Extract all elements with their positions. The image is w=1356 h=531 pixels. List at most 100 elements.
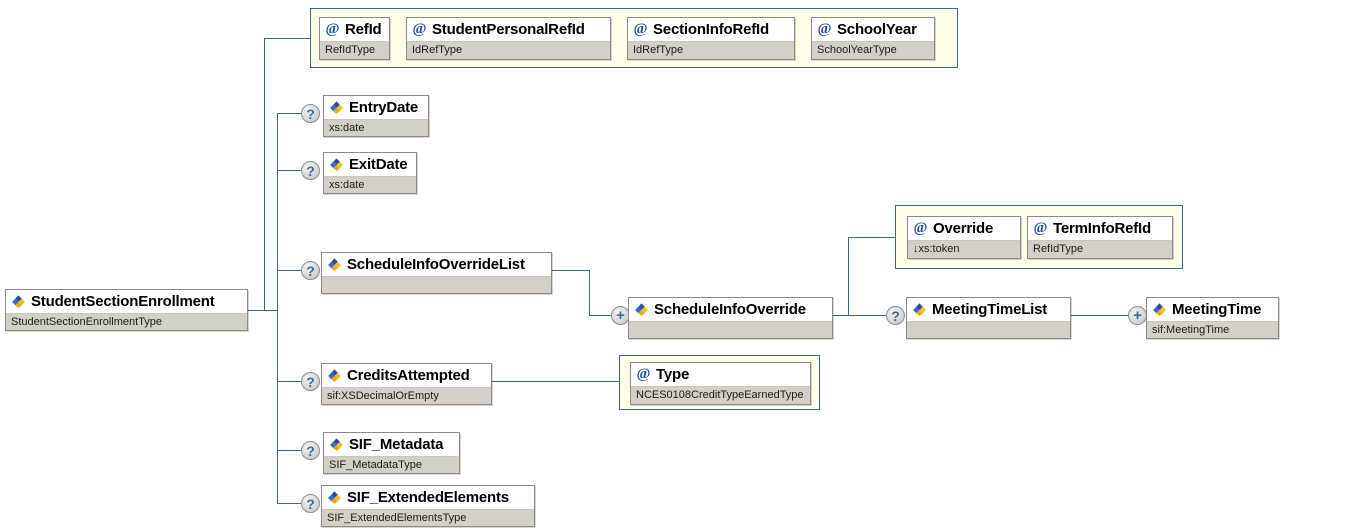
- marker-glyph: ?: [306, 105, 315, 122]
- attribute-name: TermInfoRefId: [1053, 220, 1151, 237]
- attribute-type: RefIdType: [1033, 243, 1084, 255]
- scheduleinfooverride-attribute-group: @ Override ↓xs:token @ TermInfoRefId Ref…: [895, 205, 1183, 269]
- attribute-node-type[interactable]: @ Type NCES0108CreditTypeEarnedType: [630, 362, 811, 405]
- element-name: CreditsAttempted: [347, 367, 470, 384]
- connector-root-stub: [247, 310, 278, 311]
- marker-glyph: ?: [891, 307, 900, 324]
- element-title-meetingtimelist: MeetingTimeList: [907, 298, 1070, 322]
- element-node-scheduleinfooverride[interactable]: ScheduleInfoOverride: [628, 297, 833, 339]
- occurrence-marker-creditsattempted[interactable]: ?: [301, 372, 320, 391]
- element-title-exitdate: ExitDate: [324, 153, 416, 177]
- marker-glyph: ?: [306, 442, 315, 459]
- attribute-title-refid: @ RefId: [320, 18, 389, 42]
- attribute-title-type: @ Type: [631, 363, 810, 387]
- element-node-exitdate[interactable]: ExitDate xs:date: [323, 152, 417, 194]
- occurrence-marker-scheduleinfooverridelist[interactable]: ?: [301, 261, 320, 280]
- attribute-title-override: @ Override: [908, 217, 1020, 241]
- attribute-icon: @: [817, 21, 832, 37]
- occurrence-marker-sifmetadata[interactable]: ?: [301, 441, 320, 460]
- element-node-creditsattempted[interactable]: CreditsAttempted sif:XSDecimalOrEmpty: [321, 363, 492, 405]
- element-node-meetingtime[interactable]: MeetingTime sif:MeetingTime: [1146, 297, 1279, 339]
- marker-glyph: +: [616, 306, 625, 324]
- connector-child-scheduleinfooverridelist: [277, 270, 301, 271]
- attribute-type: NCES0108CreditTypeEarnedType: [636, 389, 804, 401]
- creditsattempted-attribute-group: @ Type NCES0108CreditTypeEarnedType: [619, 355, 820, 410]
- element-type: StudentSectionEnrollmentType: [11, 316, 163, 328]
- element-node-entrydate[interactable]: EntryDate xs:date: [323, 95, 429, 137]
- element-icon: [327, 368, 342, 383]
- occurrence-marker-entrydate[interactable]: ?: [301, 104, 320, 123]
- connector-credits-type: [492, 381, 619, 382]
- element-name: SIF_Metadata: [349, 436, 444, 453]
- attribute-node-sectioninforefid[interactable]: @ SectionInfoRefId IdRefType: [627, 17, 795, 60]
- element-icon: [329, 437, 344, 452]
- attribute-node-override[interactable]: @ Override ↓xs:token: [907, 216, 1021, 259]
- connector-mtl-mt: [1071, 315, 1128, 316]
- element-title-sifextendedelements: SIF_ExtendedElements: [322, 486, 534, 510]
- attribute-type-row: ↓xs:token: [908, 241, 1020, 258]
- attribute-node-refid[interactable]: @ RefId RefIdType: [319, 17, 390, 60]
- connector-attr-horizontal: [264, 38, 310, 39]
- connector-child-exitdate: [277, 170, 301, 171]
- element-icon: [11, 294, 26, 309]
- occurrence-marker-meetingtimelist[interactable]: ?: [886, 306, 905, 325]
- element-node-scheduleinfooverridelist[interactable]: ScheduleInfoOverrideList: [321, 252, 552, 294]
- element-node-meetingtimelist[interactable]: MeetingTimeList: [906, 297, 1071, 339]
- attribute-node-terminforefid[interactable]: @ TermInfoRefId RefIdType: [1027, 216, 1173, 259]
- element-node-sifmetadata[interactable]: SIF_Metadata SIF_MetadataType: [323, 432, 460, 474]
- attribute-icon: @: [1033, 220, 1048, 236]
- element-title-meetingtime: MeetingTime: [1147, 298, 1278, 322]
- element-type: sif:MeetingTime: [1152, 324, 1230, 336]
- attribute-icon: @: [412, 21, 427, 37]
- occurrence-marker-sifextendedelements[interactable]: ?: [301, 494, 320, 513]
- element-node-studentsectionenrollment[interactable]: StudentSectionEnrollment StudentSectionE…: [5, 289, 248, 331]
- element-type: [322, 277, 551, 294]
- element-type: SIF_MetadataType: [329, 459, 422, 471]
- marker-glyph: ?: [306, 162, 315, 179]
- connector-child-creditsattempted: [277, 381, 301, 382]
- connector-siol-out: [552, 270, 589, 271]
- marker-glyph: ?: [306, 373, 315, 390]
- element-title-creditsattempted: CreditsAttempted: [322, 364, 491, 388]
- element-title-sifmetadata: SIF_Metadata: [324, 433, 459, 457]
- connector-child-sifextendedelements: [277, 503, 301, 504]
- connector-siol-drop: [589, 270, 590, 315]
- attribute-node-studentpersonalrefid[interactable]: @ StudentPersonalRefId IdRefType: [406, 17, 611, 60]
- connector-siol-in: [589, 315, 611, 316]
- attribute-name: SectionInfoRefId: [653, 21, 769, 38]
- connector-sio-out: [833, 315, 849, 316]
- attribute-type: RefIdType: [325, 44, 376, 56]
- element-title-studentsectionenrollment: StudentSectionEnrollment: [6, 290, 247, 314]
- element-node-sifextendedelements[interactable]: SIF_ExtendedElements SIF_ExtendedElement…: [321, 485, 535, 527]
- element-name: MeetingTimeList: [932, 301, 1048, 318]
- attribute-name: Type: [656, 366, 690, 383]
- element-name: StudentSectionEnrollment: [31, 293, 215, 310]
- element-type: xs:date: [329, 122, 365, 134]
- attribute-icon: @: [636, 366, 651, 382]
- attribute-title-schoolyear: @ SchoolYear: [812, 18, 934, 42]
- attribute-node-schoolyear[interactable]: @ SchoolYear SchoolYearType: [811, 17, 935, 60]
- element-type: [629, 322, 832, 339]
- occurrence-marker-meetingtime[interactable]: +: [1128, 306, 1147, 325]
- connector-sio-vertical: [848, 237, 849, 316]
- connector-attr-vertical: [264, 38, 265, 311]
- element-name: EntryDate: [349, 99, 419, 116]
- attribute-type: SchoolYearType: [817, 44, 897, 56]
- element-type: [907, 322, 1070, 339]
- attribute-icon: @: [633, 21, 648, 37]
- connector-sio-mtl: [848, 315, 886, 316]
- occurrence-marker-exitdate[interactable]: ?: [301, 161, 320, 180]
- element-type: xs:date: [329, 179, 365, 191]
- element-type: sif:XSDecimalOrEmpty: [327, 390, 439, 402]
- attribute-icon: @: [913, 220, 928, 236]
- connector-sio-attrs: [848, 237, 895, 238]
- element-name: ExitDate: [349, 156, 408, 173]
- attribute-title-studentpersonalrefid: @ StudentPersonalRefId: [407, 18, 610, 42]
- attribute-name: StudentPersonalRefId: [432, 21, 585, 38]
- attribute-icon: @: [325, 21, 340, 37]
- attribute-title-terminforefid: @ TermInfoRefId: [1028, 217, 1172, 241]
- element-name: MeetingTime: [1172, 301, 1262, 318]
- marker-glyph: ?: [306, 495, 315, 512]
- element-title-entrydate: EntryDate: [324, 96, 428, 120]
- element-title-scheduleinfooverridelist: ScheduleInfoOverrideList: [322, 253, 551, 277]
